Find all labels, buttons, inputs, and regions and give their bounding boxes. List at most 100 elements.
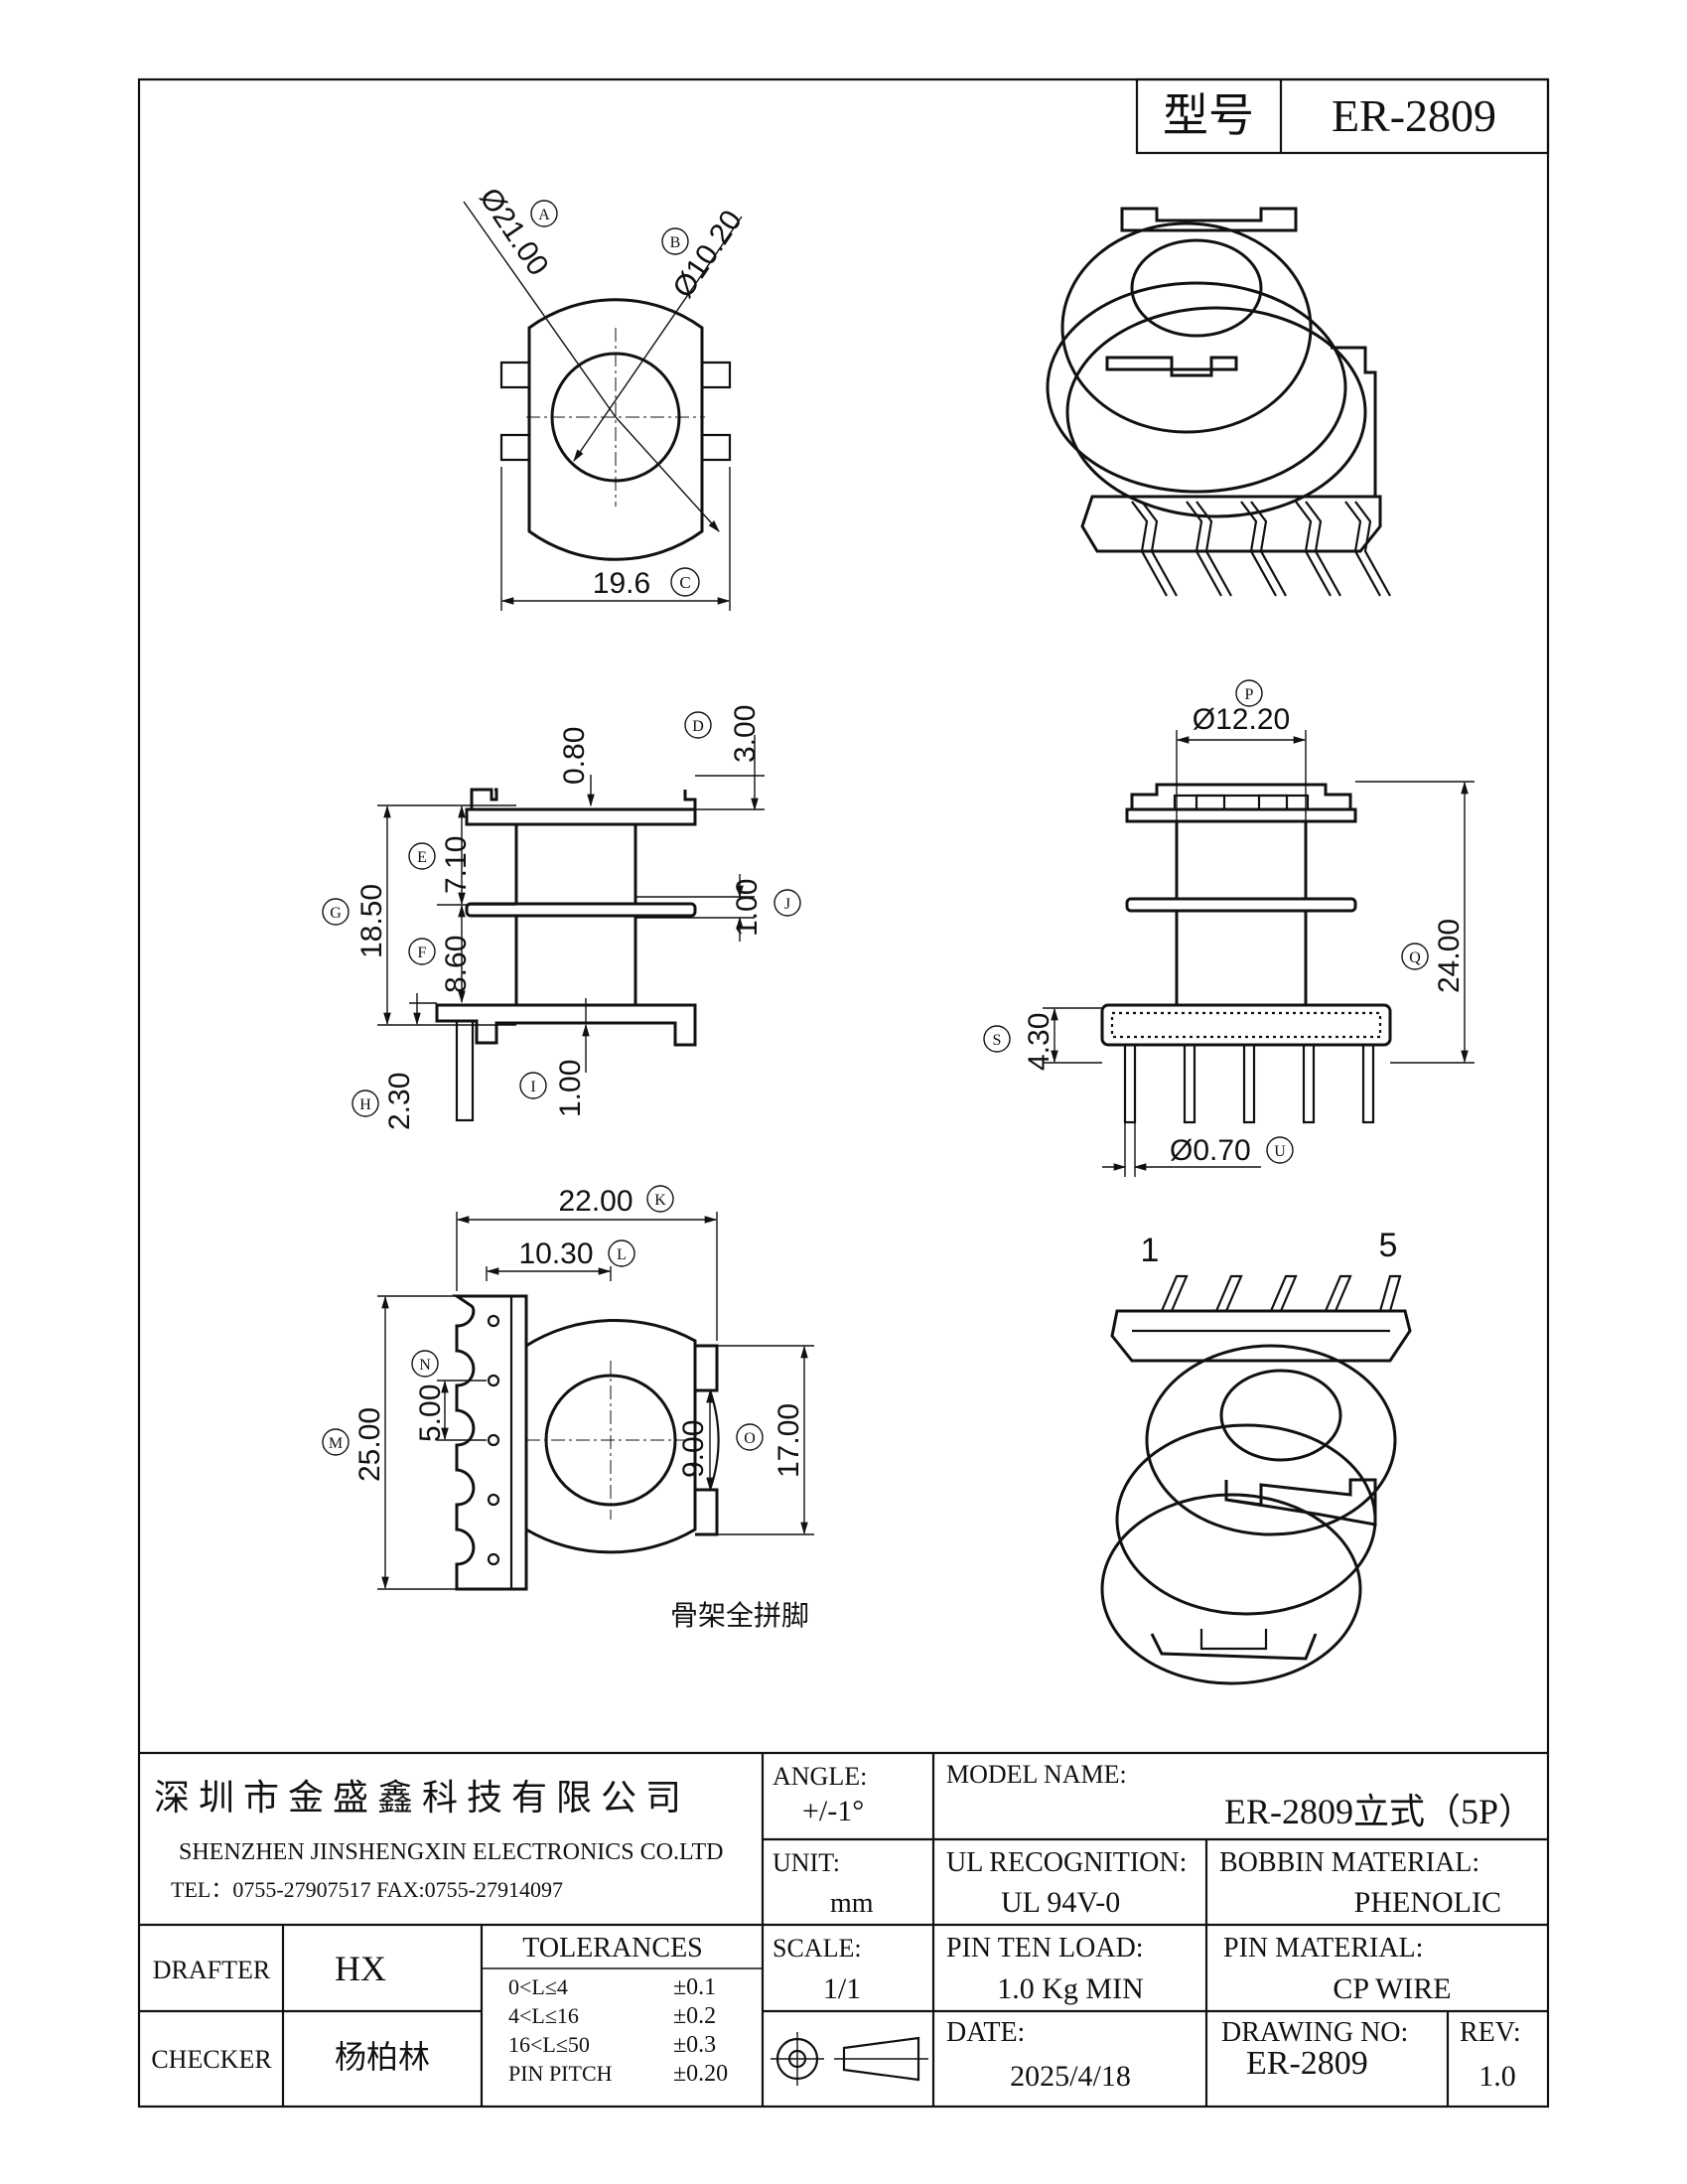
- svg-text:L: L: [617, 1246, 627, 1263]
- bottom-view: 22.00 K 10.30 L 25.00 M 5.00 N 9.00 17.0…: [322, 1185, 814, 1632]
- dim-p-text: Ø12.20: [1193, 703, 1290, 736]
- side-view: 3.00 D 0.80 7.10 E 18.50 G 8.60 F 1.00 J…: [322, 705, 801, 1130]
- model-header-label: 型号: [1163, 90, 1254, 141]
- svg-text:P: P: [1245, 686, 1254, 703]
- dim-m-text: 25.00: [353, 1407, 386, 1482]
- company-contact: TEL：0755-27907517 FAX:0755-27914097: [171, 1877, 563, 1902]
- pin-label-first: 1: [1141, 1232, 1160, 1269]
- callout-s: S: [983, 1025, 1011, 1053]
- bottom-note: 骨架全拼脚: [670, 1600, 809, 1632]
- callout-b: B: [661, 227, 689, 255]
- svg-text:G: G: [330, 905, 342, 922]
- tolerance-value-3: ±0.3: [673, 2032, 716, 2058]
- tolerance-range-3: 16<L≤50: [508, 2032, 590, 2057]
- dim-j-text: 1.00: [731, 879, 764, 937]
- scale-label: SCALE:: [773, 1934, 862, 1963]
- callout-q: Q: [1401, 943, 1429, 970]
- front-view: Ø12.20 P 24.00 Q 4.30 S Ø0.70 U: [983, 679, 1475, 1177]
- angle-value: +/-1°: [802, 1795, 864, 1827]
- iso-top-view: [1046, 207, 1391, 597]
- dim-line-b: [573, 216, 743, 463]
- callout-m: M: [322, 1428, 350, 1456]
- pin-load-value: 1.0 Kg MIN: [997, 1972, 1144, 2005]
- svg-text:D: D: [692, 718, 704, 735]
- checker-value: 杨柏林: [335, 2039, 430, 2075]
- svg-text:Q: Q: [1409, 949, 1421, 966]
- bobbin-material-value: PHENOLIC: [1354, 1886, 1501, 1919]
- tolerance-value-2: ±0.2: [673, 2003, 716, 2029]
- svg-text:F: F: [418, 945, 427, 961]
- iso-bottom-pins: [1160, 1274, 1402, 1312]
- date-value: 2025/4/18: [1010, 2060, 1131, 2093]
- rev-value: 1.0: [1478, 2060, 1516, 2093]
- model-name-label: MODEL NAME:: [946, 1760, 1127, 1789]
- projection-symbol: [771, 2032, 928, 2086]
- model-name-value: ER-2809立式（5P）: [1224, 1792, 1534, 1831]
- dim-e-text: 7.10: [440, 836, 473, 894]
- callout-e: E: [408, 842, 436, 870]
- callout-g: G: [322, 898, 350, 926]
- svg-text:C: C: [679, 573, 690, 592]
- callout-o: O: [736, 1423, 764, 1451]
- tolerance-range-2: 4<L≤16: [508, 2003, 579, 2028]
- svg-text:I: I: [530, 1079, 535, 1095]
- dim-g-text: 18.50: [355, 884, 388, 958]
- dim-i-text: 1.00: [554, 1060, 587, 1117]
- dim-c-text: 19.6: [593, 567, 650, 600]
- svg-text:K: K: [654, 1192, 666, 1209]
- callout-c: C: [670, 567, 700, 597]
- pin-material-label: PIN MATERIAL:: [1223, 1933, 1423, 1964]
- company-name-cn: 深 圳 市 金 盛 鑫 科 技 有 限 公 司: [154, 1778, 681, 1818]
- dim-top-gap-text: 0.80: [558, 727, 591, 785]
- tolerances-title: TOLERANCES: [522, 1933, 703, 1964]
- drafter-label: DRAFTER: [153, 1956, 271, 1984]
- iso-top-pins: [1131, 501, 1391, 597]
- top-view: Ø21.00 A Ø10.20 B 19.6 C: [463, 182, 749, 611]
- callout-f: F: [408, 938, 436, 965]
- pin-label-last: 5: [1379, 1227, 1398, 1264]
- svg-text:A: A: [538, 207, 550, 223]
- iso-bottom-view: 1 5: [1100, 1227, 1412, 1685]
- model-header: 型号 ER-2809: [1135, 77, 1550, 155]
- tolerance-value-4: ±0.20: [673, 2061, 728, 2087]
- callout-u: U: [1266, 1136, 1294, 1164]
- scale-value: 1/1: [823, 1972, 861, 2005]
- dim-d-text: 3.00: [729, 705, 762, 763]
- checker-label: CHECKER: [151, 2045, 272, 2074]
- dim-f-text: 8.60: [440, 936, 473, 993]
- dim-n-text: 5.00: [414, 1384, 447, 1442]
- svg-text:J: J: [784, 896, 790, 913]
- dim-k-text: 22.00: [558, 1185, 633, 1218]
- drawing-no-value: ER-2809: [1246, 2045, 1368, 2082]
- ul-value: UL 94V-0: [1001, 1886, 1120, 1919]
- rev-label: REV:: [1460, 2017, 1521, 2048]
- callout-h: H: [351, 1090, 379, 1117]
- sheet-border: [137, 77, 1550, 2109]
- tolerance-value-1: ±0.1: [673, 1974, 716, 2000]
- svg-text:M: M: [329, 1435, 343, 1452]
- callout-l: L: [608, 1239, 635, 1267]
- svg-text:O: O: [744, 1430, 756, 1447]
- dim-line-a: [463, 201, 617, 418]
- unit-value: mm: [830, 1888, 874, 1919]
- dim-u-text: Ø0.70: [1170, 1134, 1251, 1167]
- drawing-no-label: DRAWING NO:: [1221, 2017, 1408, 2048]
- dim-q-text: 24.00: [1433, 919, 1466, 993]
- svg-text:S: S: [993, 1032, 1002, 1049]
- svg-text:E: E: [417, 849, 427, 866]
- tolerance-range-4: PIN PITCH: [508, 2061, 613, 2086]
- callout-k: K: [646, 1185, 674, 1213]
- pin-load-label: PIN TEN LOAD:: [946, 1933, 1144, 1964]
- svg-text:N: N: [419, 1357, 431, 1374]
- svg-text:B: B: [670, 234, 681, 251]
- drafter-value: HX: [335, 1949, 386, 1988]
- tolerance-range-1: 0<L≤4: [508, 1974, 568, 1999]
- model-header-value: ER-2809: [1332, 90, 1496, 141]
- angle-label: ANGLE:: [773, 1762, 867, 1791]
- callout-i: I: [519, 1072, 547, 1099]
- front-base-ribs: [1110, 1011, 1382, 1039]
- dim-h-text: 2.30: [383, 1073, 416, 1130]
- callout-a: A: [530, 200, 558, 227]
- callout-j: J: [773, 889, 801, 917]
